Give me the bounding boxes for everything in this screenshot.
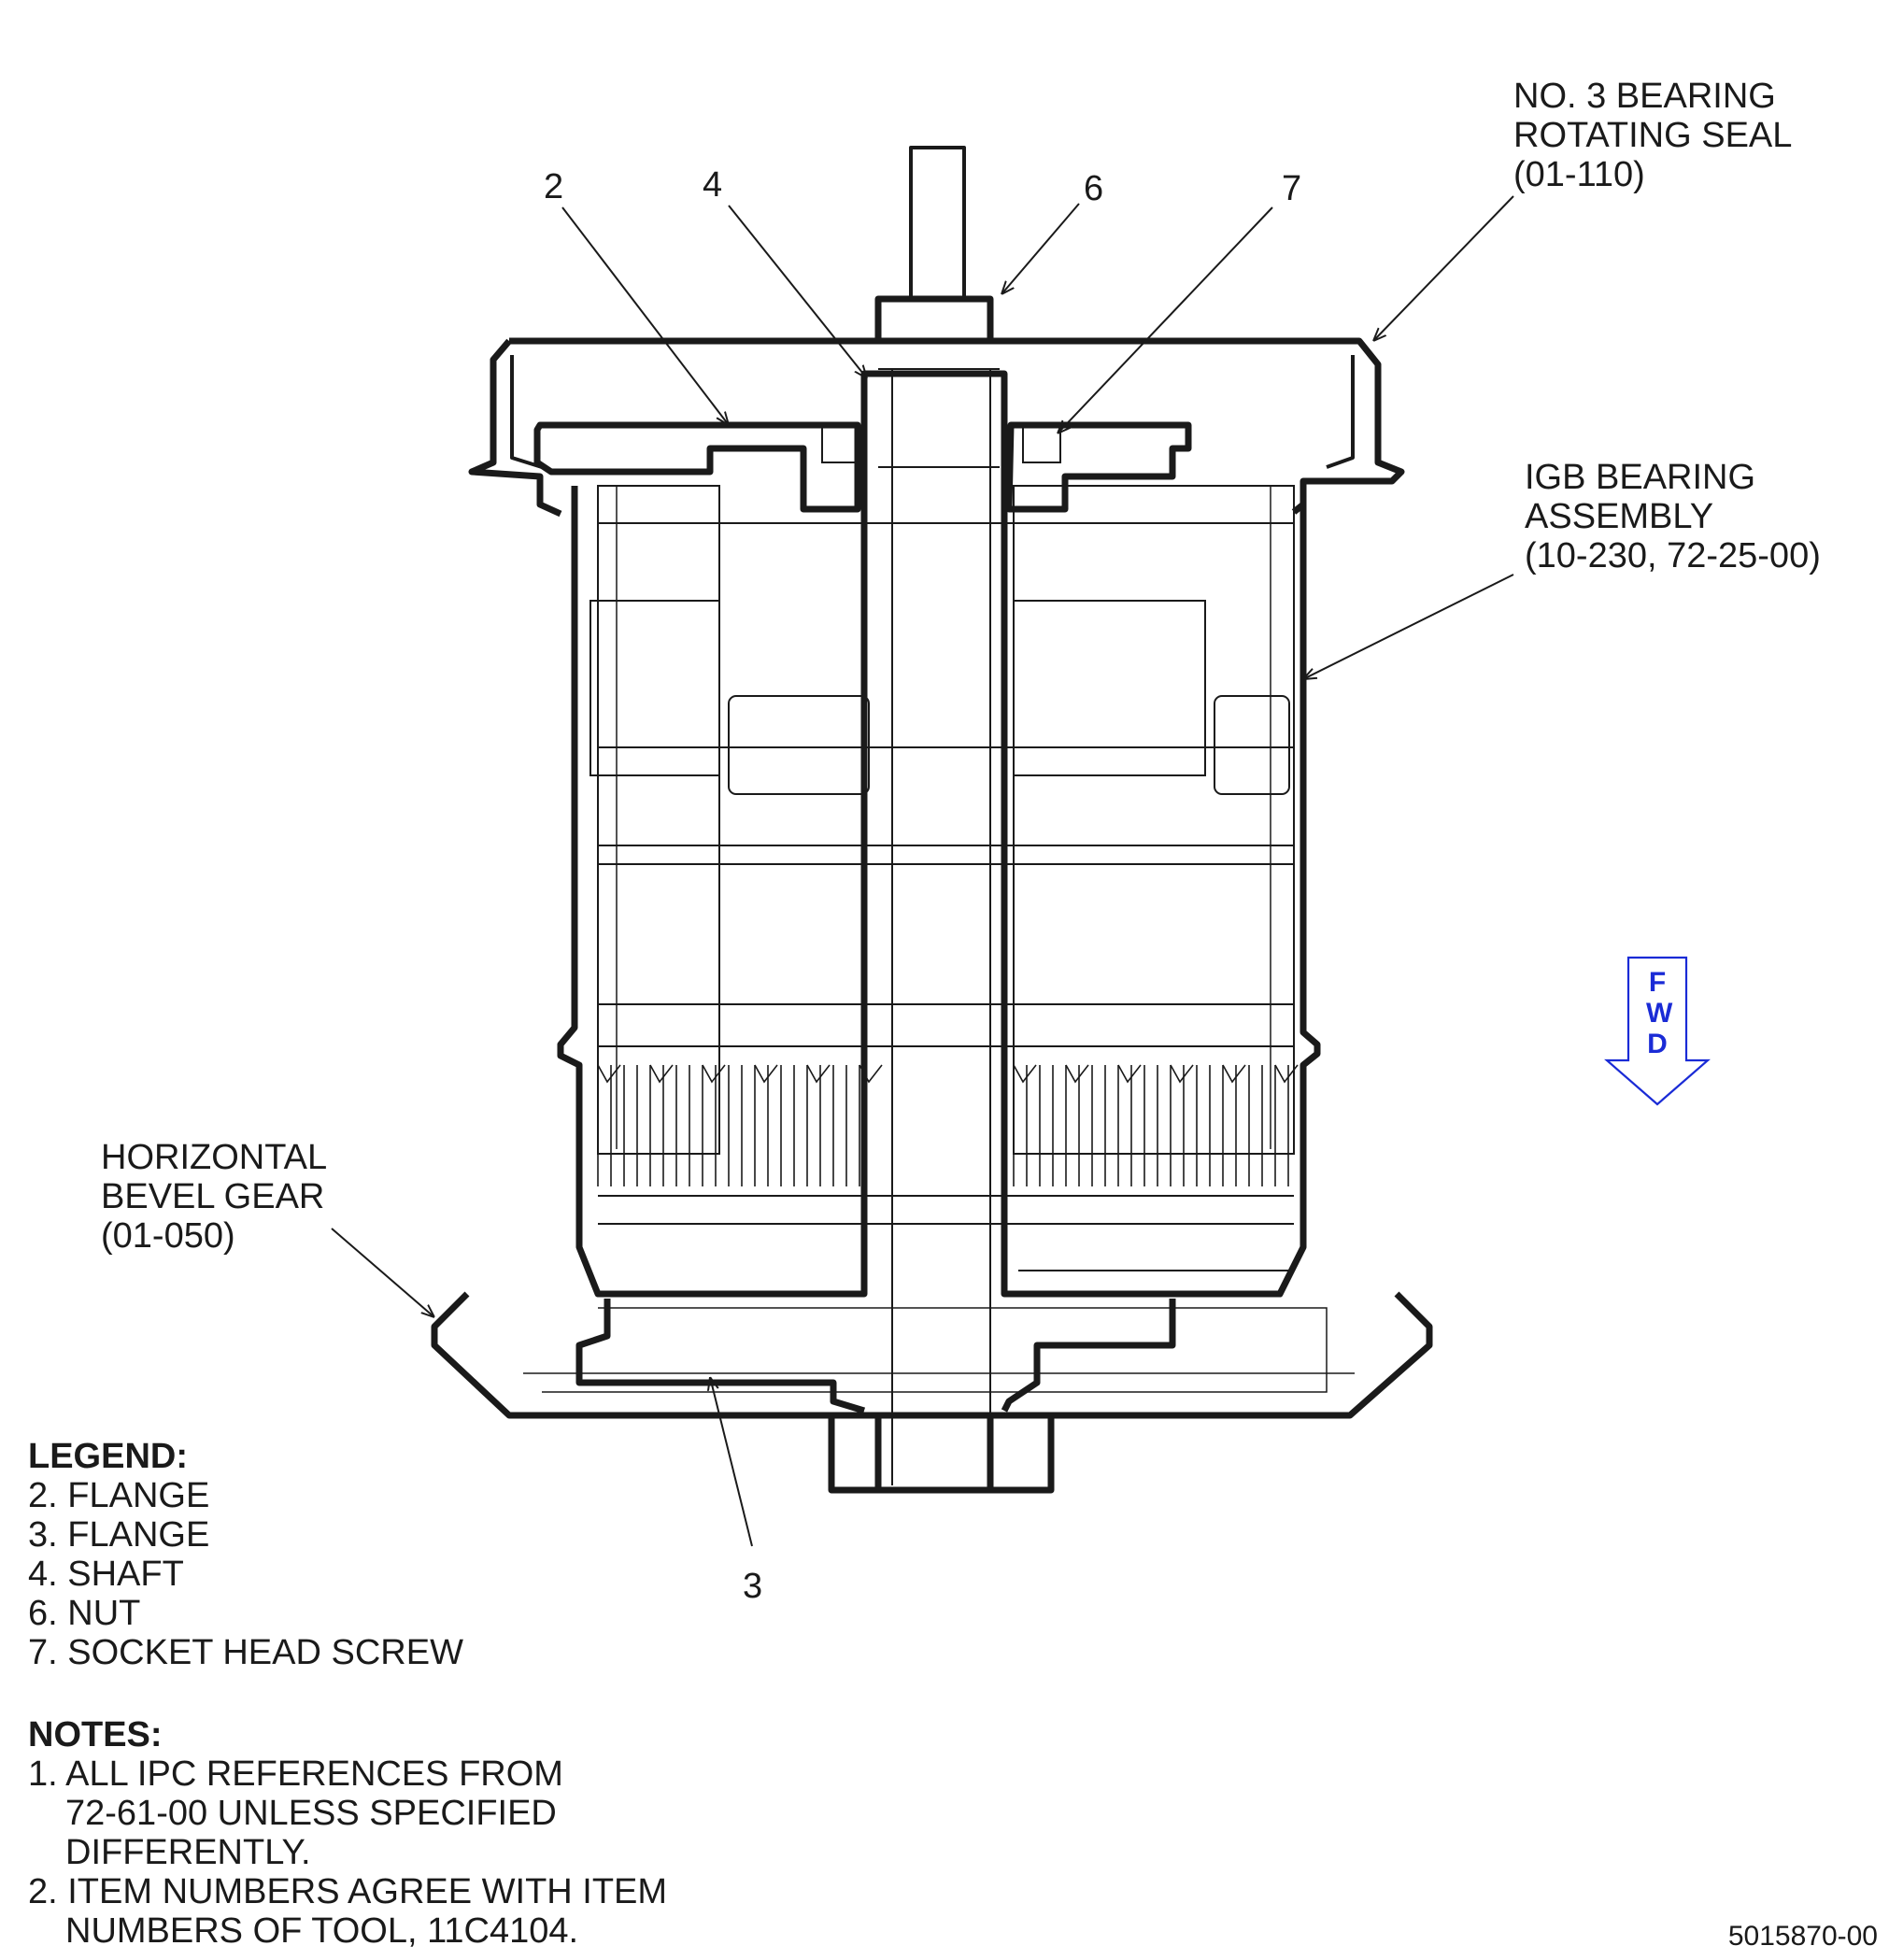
callout-7: 7 bbox=[1282, 169, 1302, 208]
internal-detail-lines bbox=[523, 368, 1355, 1485]
figure-number: 5015870-00 bbox=[1727, 1921, 1878, 1952]
legend-item: 6. NUT bbox=[28, 1594, 141, 1633]
label-horizontal-bevel-gear: HORIZONTAL BEVEL GEAR (01-050) bbox=[101, 1138, 328, 1256]
legend-item: 2. FLANGE bbox=[28, 1476, 210, 1515]
notes-heading: NOTES: bbox=[28, 1715, 163, 1754]
notes: NOTES: 1. ALL IPC REFERENCES FROM 72-61-… bbox=[28, 1715, 667, 1951]
callout-6: 6 bbox=[1084, 169, 1104, 208]
label-igb-bearing-assembly: IGB BEARING ASSEMBLY (10-230, 72-25-00) bbox=[1525, 458, 1821, 575]
callout-4: 4 bbox=[703, 165, 723, 205]
leader-lines bbox=[331, 195, 1514, 1547]
callout-3: 3 bbox=[743, 1567, 763, 1606]
fwd-letter-f: F bbox=[1648, 967, 1667, 998]
gear-teeth bbox=[597, 1064, 1299, 1186]
legend: LEGEND: 2. FLANGE 3. FLANGE 4. SHAFT 6. … bbox=[28, 1437, 463, 1672]
fwd-letter-d: D bbox=[1647, 1029, 1668, 1059]
legend-heading: LEGEND: bbox=[28, 1437, 188, 1476]
note-1: 1. ALL IPC REFERENCES FROM 72-61-00 UNLE… bbox=[28, 1754, 563, 1872]
fwd-arrow-icon bbox=[1604, 956, 1711, 1106]
legend-item: 3. FLANGE bbox=[28, 1515, 210, 1555]
assembly-outline bbox=[431, 146, 1433, 1494]
note-2: 2. ITEM NUMBERS AGREE WITH ITEM NUMBERS … bbox=[28, 1872, 668, 1951]
legend-item: 7. SOCKET HEAD SCREW bbox=[28, 1633, 463, 1672]
label-no3-bearing-seal: NO. 3 BEARING ROTATING SEAL (01-110) bbox=[1513, 77, 1793, 194]
callout-2: 2 bbox=[544, 167, 564, 206]
legend-item: 4. SHAFT bbox=[28, 1555, 184, 1594]
fwd-letter-w: W bbox=[1646, 998, 1673, 1029]
